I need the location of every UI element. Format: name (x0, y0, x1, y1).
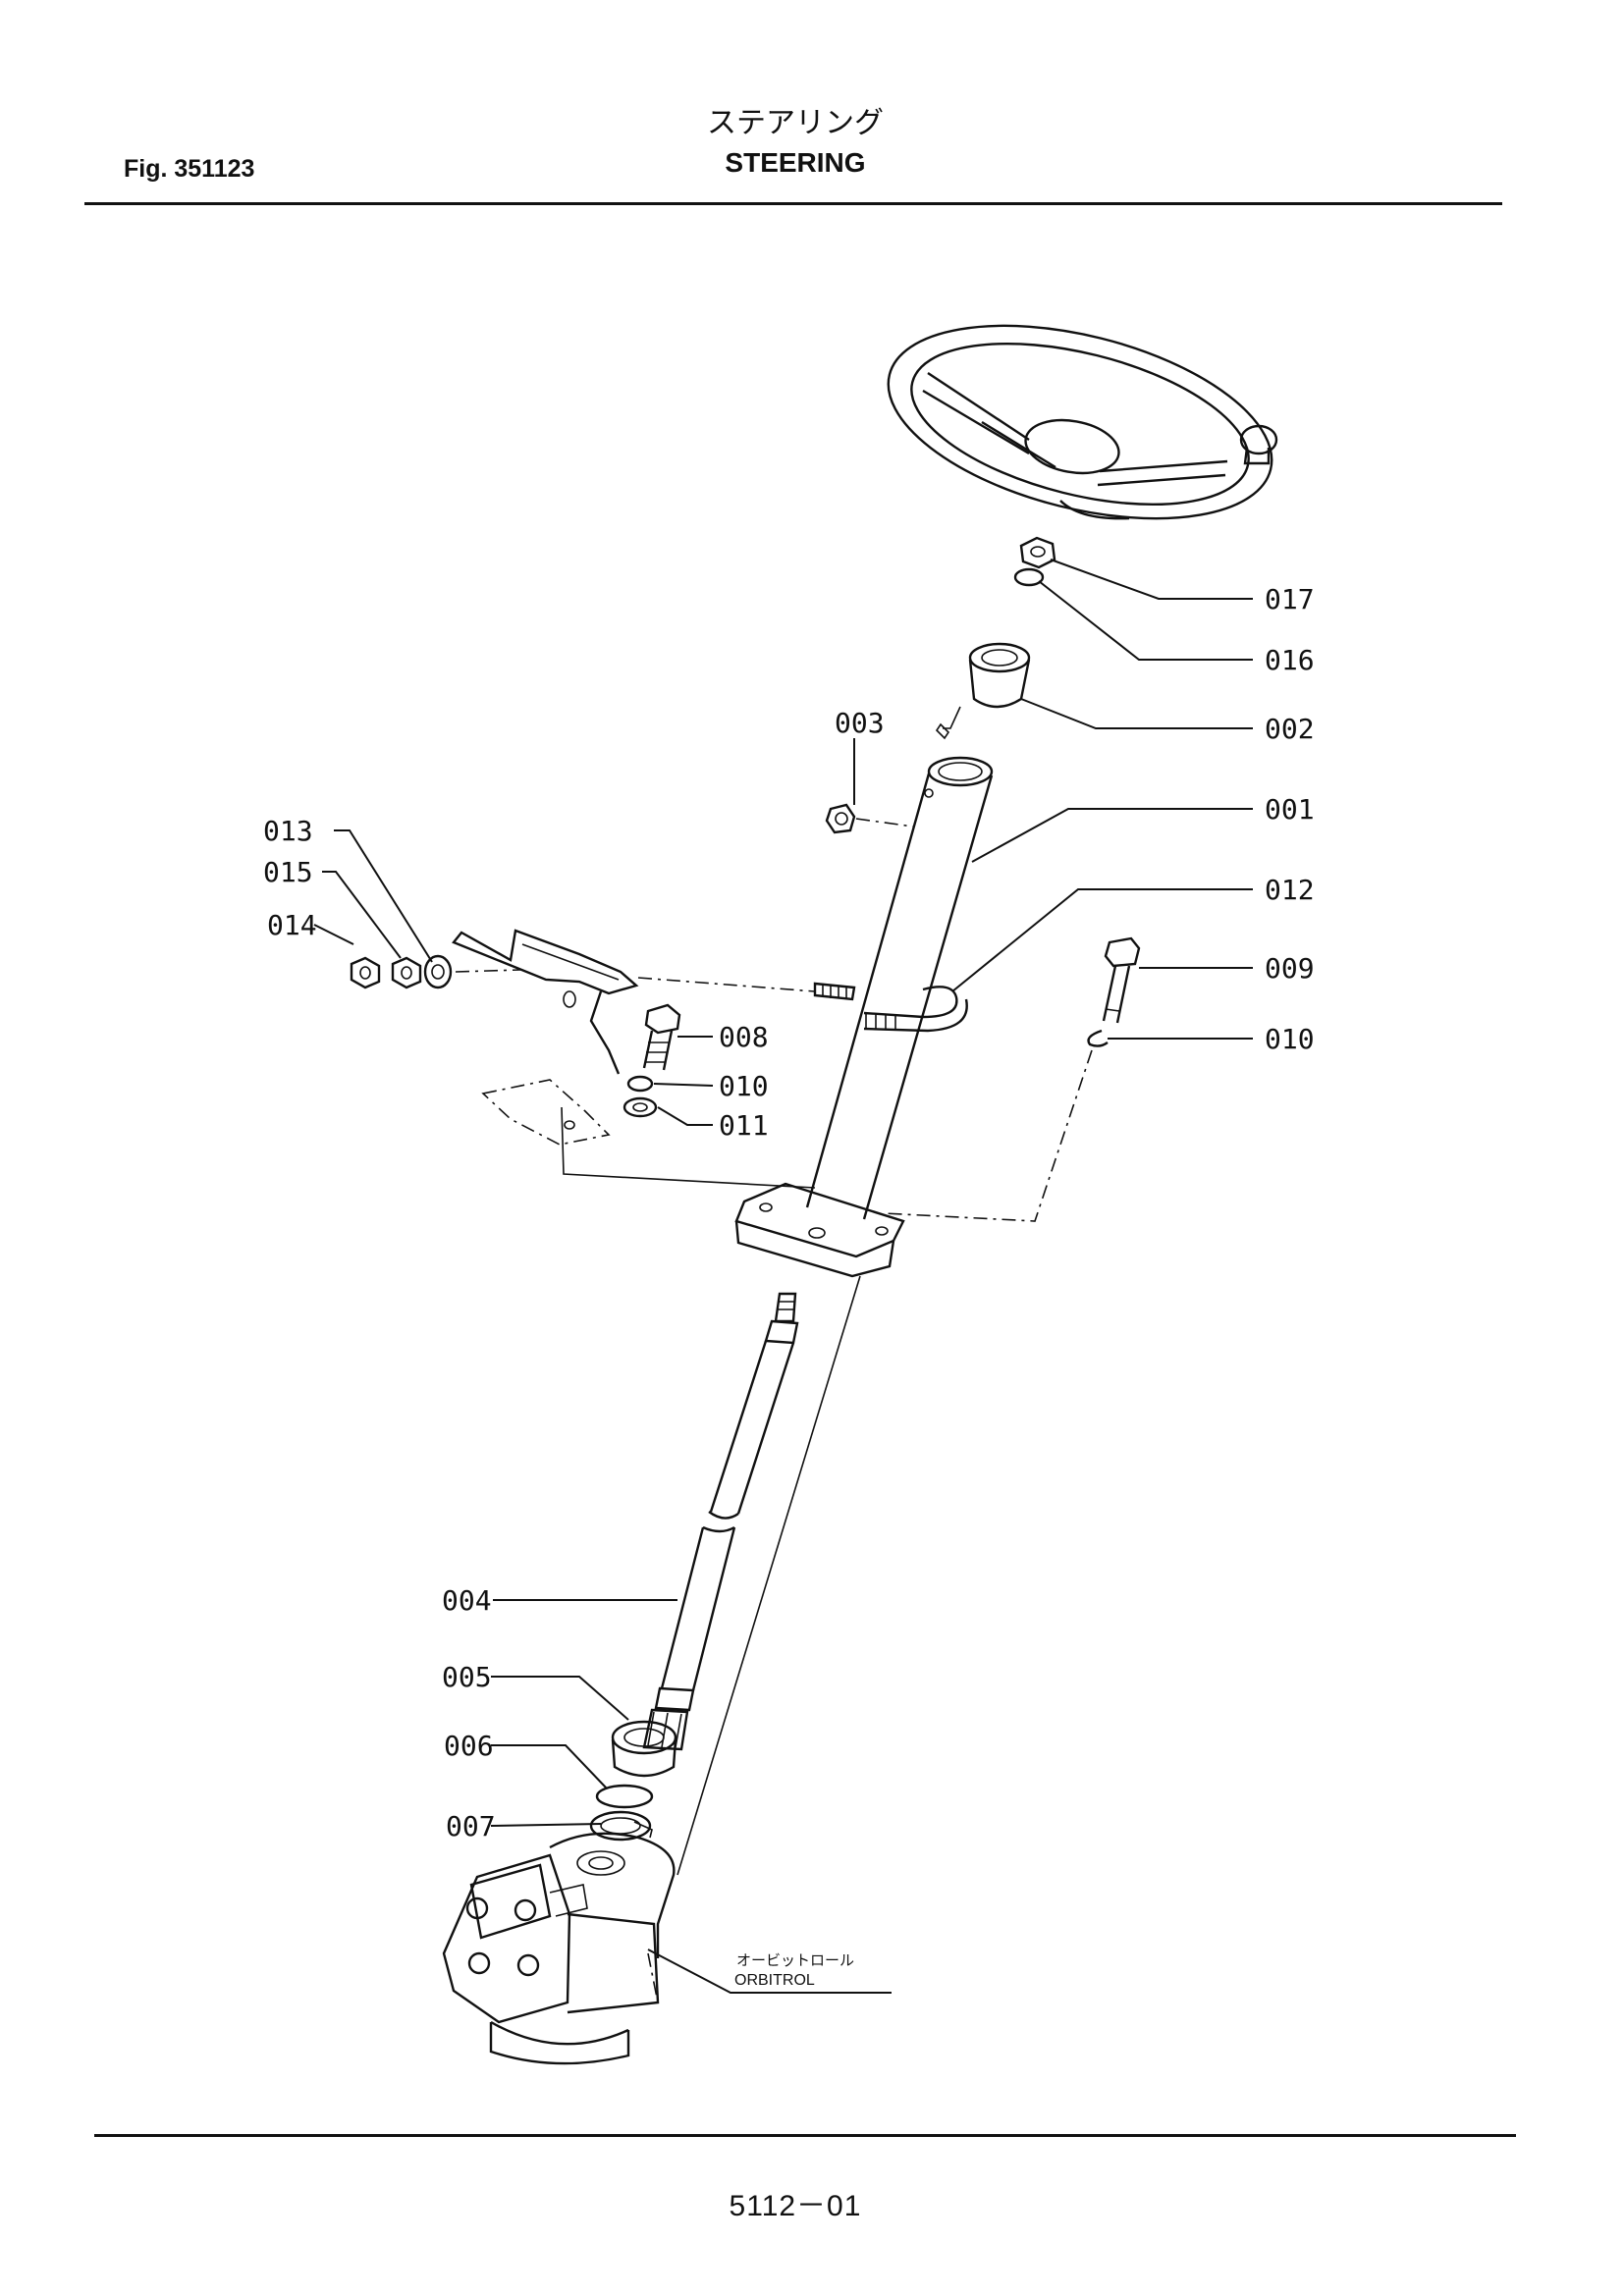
part-004-shaft (642, 1275, 861, 1876)
part-007-snap-ring (589, 1810, 653, 1842)
part-001-column (734, 756, 994, 1278)
callout-017: 017 (1265, 583, 1315, 615)
part-006-ring (595, 1784, 654, 1809)
callout-010-right: 010 (1265, 1023, 1315, 1055)
part-005-seal (611, 1720, 677, 1778)
figure-label: Fig. 351123 (124, 155, 255, 183)
callout-015: 015 (263, 856, 313, 888)
callout-007: 007 (446, 1810, 496, 1842)
part-002-bushing (935, 642, 1031, 740)
callout-013: 013 (263, 815, 313, 847)
footer-rule (94, 2134, 1516, 2137)
callout-008: 008 (719, 1021, 769, 1053)
callout-005: 005 (442, 1661, 492, 1693)
page-number: 5112－01 (729, 2190, 862, 2222)
callout-011: 011 (719, 1109, 769, 1142)
orbitrol-unit-drawing (442, 1832, 676, 2065)
part-009-bolt (883, 936, 1141, 1222)
callout-003: 003 (835, 707, 885, 739)
leader-lines (313, 559, 1253, 1994)
part-008-bolt-assembly (481, 1003, 816, 1189)
part-bracket (350, 929, 856, 1075)
callout-014: 014 (267, 909, 317, 941)
callout-009: 009 (1265, 952, 1315, 985)
callout-010-left: 010 (719, 1070, 769, 1102)
orbitrol-label-jp: オービットロール (736, 1951, 854, 1969)
callout-004: 004 (442, 1584, 492, 1617)
callout-001: 001 (1265, 793, 1315, 826)
header-rule (84, 202, 1502, 205)
part-003-plug (825, 803, 914, 834)
orbitrol-label-en: ORBITROL (734, 1972, 815, 1989)
title-english: STEERING (725, 147, 866, 178)
part-017-nut (1019, 536, 1056, 569)
callout-002: 002 (1265, 713, 1315, 745)
part-016-washer (1013, 567, 1045, 587)
callout-016: 016 (1265, 644, 1315, 676)
title-japanese: ステアリング (707, 106, 884, 140)
callout-012: 012 (1265, 874, 1315, 906)
steering-wheel-drawing (887, 324, 1278, 520)
callout-006: 006 (444, 1730, 494, 1762)
callout-labels: 017 016 002 003 001 012 009 010 013 015 … (263, 583, 1315, 1989)
part-012-u-bolt (863, 986, 968, 1033)
